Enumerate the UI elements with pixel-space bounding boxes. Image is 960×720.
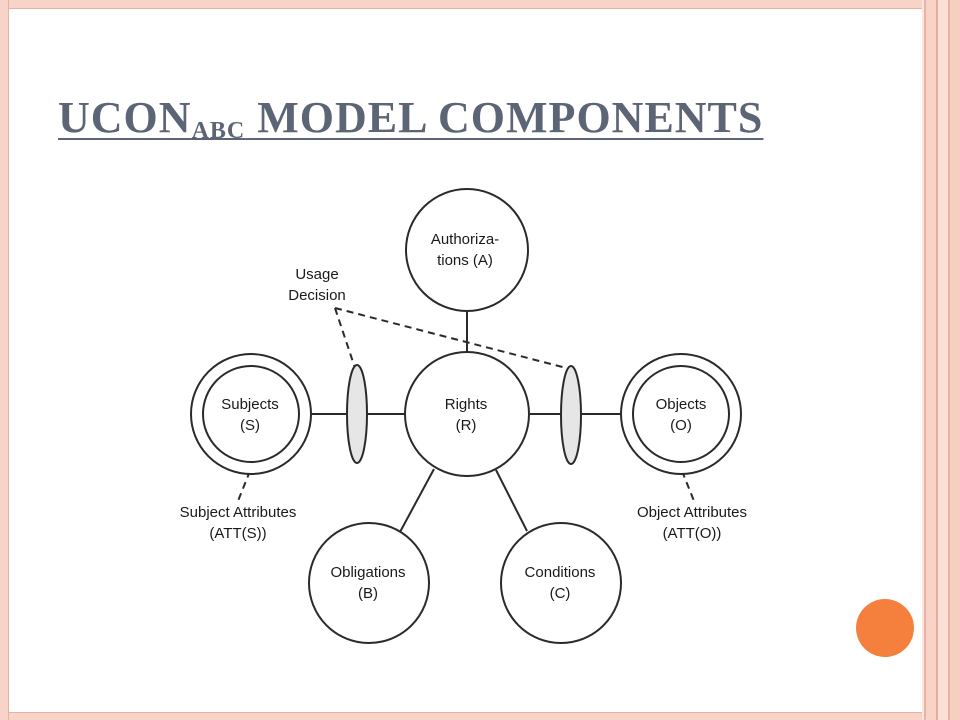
obligations-label-1: Obligations (330, 564, 405, 581)
edge-rights-conditions (495, 469, 528, 532)
authorizations-label-1: Authoriza- (431, 231, 499, 248)
subjects-label-2: (S) (240, 417, 260, 434)
subject-attributes-label-2: (ATT(S)) (209, 525, 266, 542)
subject-attributes-label-1: Subject Attributes (180, 504, 297, 521)
usage-decision-ellipse-left (346, 364, 368, 464)
dash-decision-right (334, 307, 575, 371)
rights-label-1: Rights (445, 396, 488, 413)
title-subscript: ABC (191, 118, 246, 144)
object-attributes-label-2: (ATT(O)) (663, 525, 722, 542)
rights-label-2: (R) (456, 417, 477, 434)
usage-decision-ellipse-right (560, 365, 582, 465)
node-subjects-inner (202, 365, 300, 463)
objects-label-2: (O) (670, 417, 692, 434)
slide-frame-left (0, 0, 9, 720)
usage-decision-label-2: Decision (288, 287, 346, 304)
slide-title: UCONABC MODEL COMPONENTS (58, 92, 763, 145)
conditions-label-2: (C) (550, 585, 571, 602)
slide-frame-top (0, 0, 924, 9)
dash-decision-left (334, 307, 356, 369)
node-objects-inner (632, 365, 730, 463)
node-conditions (500, 522, 622, 644)
slide-frame-right (922, 0, 960, 720)
node-rights (404, 351, 530, 477)
authorizations-label-2: tions (A) (437, 252, 493, 269)
node-authorizations (405, 188, 529, 312)
dash-object-attributes (681, 470, 695, 502)
title-rest: MODEL COMPONENTS (245, 93, 764, 142)
obligations-label-2: (B) (358, 585, 378, 602)
subjects-label-1: Subjects (221, 396, 279, 413)
objects-label-1: Objects (656, 396, 707, 413)
title-main: UCON (58, 93, 192, 142)
usage-decision-label-1: Usage (295, 266, 338, 283)
accent-dot (856, 599, 914, 657)
object-attributes-label-1: Object Attributes (637, 504, 747, 521)
node-obligations (308, 522, 430, 644)
dash-subject-attributes (237, 470, 251, 502)
conditions-label-1: Conditions (525, 564, 596, 581)
edge-rights-obligations (399, 468, 435, 533)
slide-frame-bottom (0, 712, 924, 720)
